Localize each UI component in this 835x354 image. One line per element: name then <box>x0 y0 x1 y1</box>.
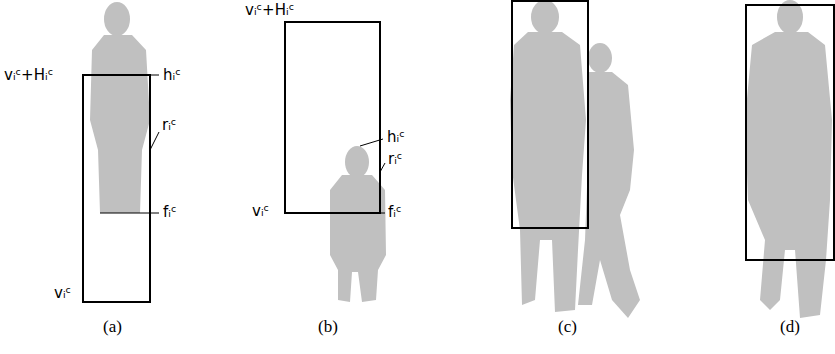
math-label: fᵢᶜ <box>163 203 177 221</box>
leader-line <box>100 213 159 214</box>
math-label: rᵢᶜ <box>388 150 402 168</box>
person-silhouette <box>345 146 369 178</box>
panel-label: (b) <box>318 318 338 336</box>
panel-label: (c) <box>558 318 577 336</box>
leader-line <box>150 75 159 76</box>
bounding-box <box>285 22 380 213</box>
leader-line <box>360 139 383 146</box>
math-label: vᵢᶜ+Hᵢᶜ <box>4 66 53 84</box>
person-silhouette <box>104 2 130 36</box>
math-label: fᵢᶜ <box>388 203 402 221</box>
bounding-box <box>512 1 588 228</box>
leader-line <box>150 132 159 150</box>
leader-line <box>380 163 385 172</box>
person-silhouette <box>745 32 832 318</box>
math-label: hᵢᶜ <box>163 66 181 84</box>
math-label: vᵢᶜ <box>252 202 269 220</box>
panel-label: (d) <box>780 318 800 336</box>
panel-label: (a) <box>103 318 122 336</box>
bounding-box <box>746 5 834 260</box>
person-silhouette <box>588 43 612 73</box>
math-label: hᵢᶜ <box>387 128 405 146</box>
person-silhouette <box>531 0 559 34</box>
person-silhouette <box>510 32 586 312</box>
leader-line <box>380 213 385 214</box>
person-silhouette <box>330 175 386 302</box>
person-silhouette <box>90 35 150 213</box>
bounding-box <box>83 75 150 302</box>
math-label: vᵢᶜ+Hᵢᶜ <box>245 1 294 19</box>
math-label: rᵢᶜ <box>162 116 176 134</box>
math-label: vᵢᶜ <box>54 284 71 302</box>
